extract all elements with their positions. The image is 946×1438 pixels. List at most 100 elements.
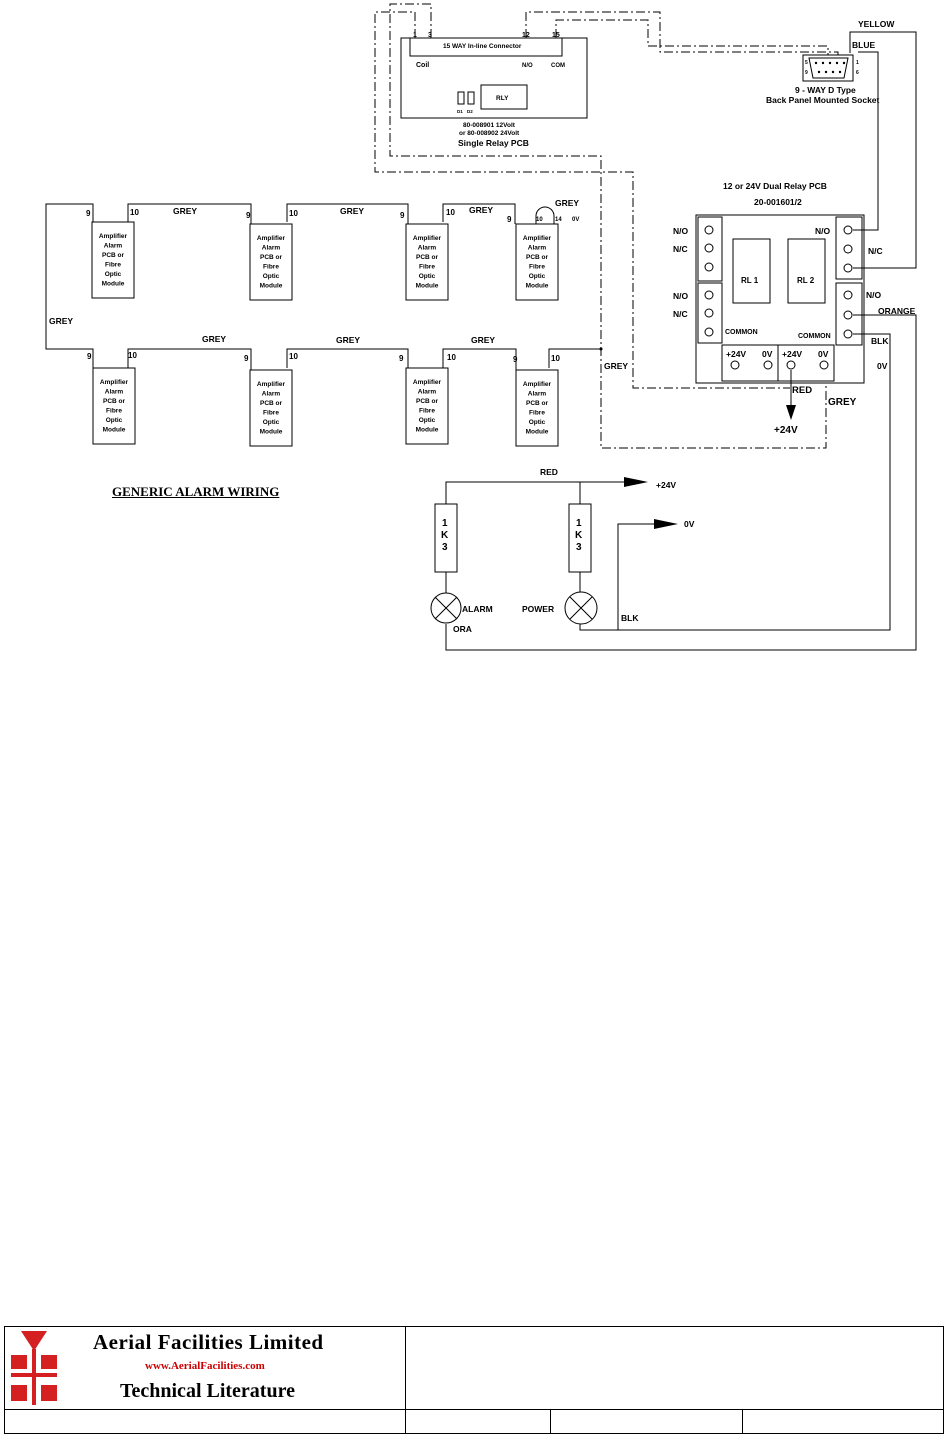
power-lamp-label: POWER xyxy=(522,604,554,614)
module-text: PCB or xyxy=(416,398,439,405)
diagram-caption: GENERIC ALARM WIRING xyxy=(112,484,280,499)
module-pin-10: 10 xyxy=(446,208,455,217)
module-text: Amplifier xyxy=(523,381,552,388)
left-nc-1: N/C xyxy=(673,244,688,254)
module-text: Fibre xyxy=(106,408,122,415)
dtype-pin-1: 1 xyxy=(856,60,859,66)
pwr-0v-2: 0V xyxy=(818,349,829,359)
right-common: COMMON xyxy=(798,333,831,340)
module-text: Fibre xyxy=(419,408,435,415)
relay-part-24v: or 80-008902 24Volt xyxy=(459,130,520,137)
module-pin-9: 9 xyxy=(86,209,91,218)
module-text: Module xyxy=(260,283,283,290)
footer-cell-divider xyxy=(550,1409,551,1433)
module-text: Optic xyxy=(529,273,546,280)
zero-v-supply-label: 0V xyxy=(684,519,695,529)
lamp-circuit: 1 K 3 1 K 3 RED +24V 0V ALARM POWER ORA … xyxy=(430,467,695,634)
module-text: Alarm xyxy=(262,391,281,398)
module-text: Alarm xyxy=(262,245,281,252)
alarm-lamp-label: ALARM xyxy=(462,604,493,614)
blue-wire-label: BLUE xyxy=(852,40,875,50)
module-pin-10: 10 xyxy=(289,352,298,361)
rly-label: RLY xyxy=(496,95,509,102)
module-text: PCB or xyxy=(260,400,283,407)
module-pin-9: 9 xyxy=(513,355,518,364)
footer-divider xyxy=(405,1327,406,1433)
module-text: Amplifier xyxy=(257,235,286,242)
module-text: PCB or xyxy=(102,252,125,259)
grey-label-top-2: GREY xyxy=(340,206,364,216)
relay-com-label: COM xyxy=(551,63,565,69)
module-text: Amplifier xyxy=(413,379,442,386)
resistor-1-line-3: 3 xyxy=(442,542,448,553)
grey-label-bot-3: GREY xyxy=(471,335,495,345)
orange-wire-label: ORANGE xyxy=(878,306,916,316)
module-text: Fibre xyxy=(529,410,545,417)
blk-lamp-label: BLK xyxy=(621,613,639,623)
company-website: www.AerialFacilities.com xyxy=(145,1360,265,1372)
grey-label-bot-1: GREY xyxy=(202,334,226,344)
module-pin-9: 9 xyxy=(507,215,512,224)
right-no-2: N/O xyxy=(866,290,882,300)
company-name: Aerial Facilities Limited xyxy=(93,1330,324,1354)
module-text: Alarm xyxy=(528,245,547,252)
right-nc-1: N/C xyxy=(868,246,883,256)
module-pin-9: 9 xyxy=(244,354,249,363)
single-relay-title: Single Relay PCB xyxy=(458,138,529,148)
dual-relay-title: 12 or 24V Dual Relay PCB xyxy=(723,181,827,191)
plus24-supply-label: +24V xyxy=(656,480,676,490)
module-text: Module xyxy=(416,283,439,290)
module-text: Alarm xyxy=(418,389,437,396)
module-text: Optic xyxy=(105,271,122,278)
module-text: PCB or xyxy=(416,254,439,261)
aerial-facilities-logo-icon xyxy=(11,1331,57,1405)
module-text: Amplifier xyxy=(413,235,442,242)
grey-label-bot-2: GREY xyxy=(336,335,360,345)
dual-relay-pcb: 12 or 24V Dual Relay PCB 20-001601/2 RL … xyxy=(673,181,883,384)
left-nc-2: N/C xyxy=(673,309,688,319)
module-pin-14: 14 xyxy=(555,217,562,223)
d-type-socket: 5 9 1 6 9 - WAY D Type Back Panel Mounte… xyxy=(766,54,880,105)
module-text: PCB or xyxy=(103,398,126,405)
module-pin-9: 9 xyxy=(400,211,405,220)
pwr-24v-2: +24V xyxy=(782,349,802,359)
module-text: Module xyxy=(103,427,126,434)
module-text: Fibre xyxy=(105,262,121,269)
module-text: Alarm xyxy=(528,391,547,398)
connector-title: 15 WAY In-line Connector xyxy=(443,43,522,50)
module-text: Amplifier xyxy=(99,233,128,240)
yellow-wire-label: YELLOW xyxy=(858,19,895,29)
module-pin-10: 10 xyxy=(447,353,456,362)
grey-label-top-1: GREY xyxy=(173,206,197,216)
right-no-1: N/O xyxy=(815,226,831,236)
power-lamp-icon xyxy=(564,591,598,625)
module-text: Alarm xyxy=(418,245,437,252)
module-text: Module xyxy=(260,429,283,436)
module-text: Fibre xyxy=(263,264,279,271)
relay-wires: YELLOW BLUE ORANGE BLK 0V RED +24V GREY xyxy=(445,19,917,651)
resistor-2-line-3: 3 xyxy=(576,542,582,553)
zero-v-wire-label: 0V xyxy=(877,361,888,371)
grey-label-top-3: GREY xyxy=(469,205,493,215)
module-text: Module xyxy=(102,281,125,288)
module-text: PCB or xyxy=(260,254,283,261)
red-wire-label: RED xyxy=(792,385,812,396)
footer-title-block: Aerial Facilities Limited www.AerialFaci… xyxy=(4,1326,944,1434)
grey-chain-wiring: GREY GREY GREY GREY GREY GREY GREY GREY … xyxy=(45,198,628,371)
left-no-1: N/O xyxy=(673,226,689,236)
relay-no-label: N/O xyxy=(522,63,533,69)
module-text: Optic xyxy=(106,417,123,424)
resistor-1-line-1: 1 xyxy=(442,518,448,529)
left-no-2: N/O xyxy=(673,291,689,301)
module-text: Module xyxy=(416,427,439,434)
module-pin-10: 10 xyxy=(128,351,137,360)
module-text: Amplifier xyxy=(257,381,286,388)
